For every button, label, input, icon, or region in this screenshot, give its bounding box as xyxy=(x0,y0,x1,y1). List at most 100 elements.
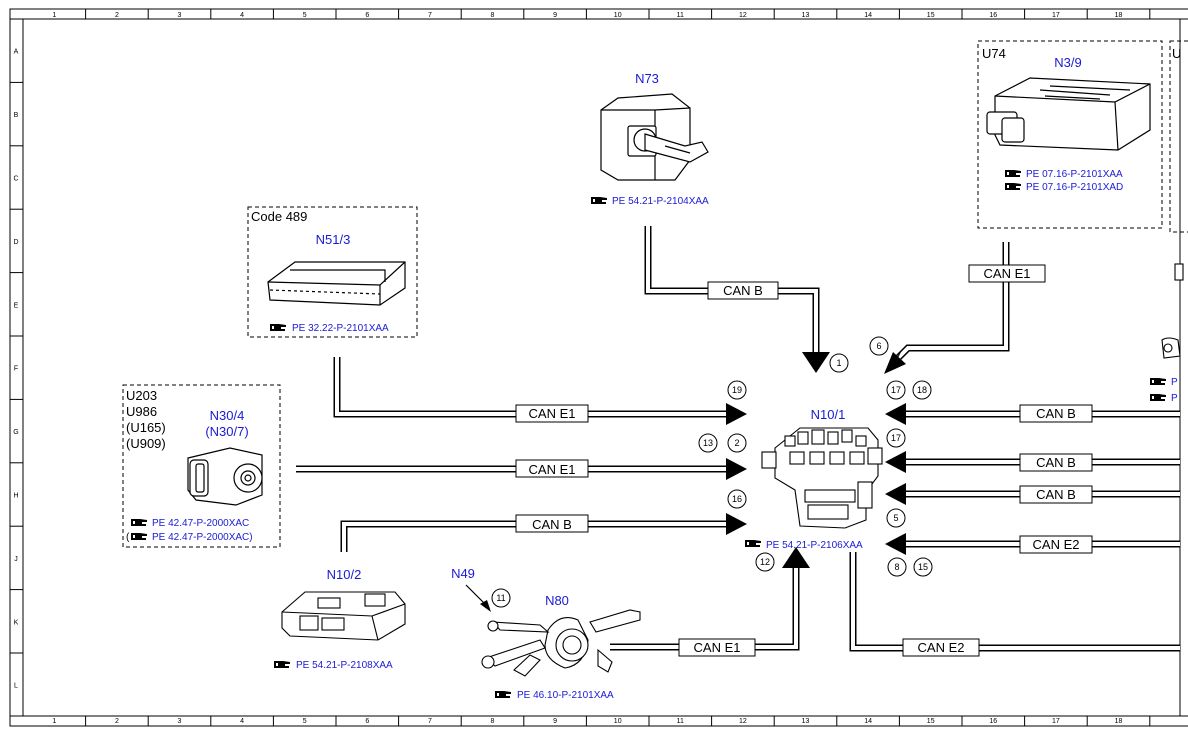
n73-label: N73 xyxy=(635,71,659,86)
row-label-G: G xyxy=(13,429,18,436)
marker-17-b: 17 xyxy=(886,428,906,448)
svg-text:13: 13 xyxy=(703,438,713,448)
column-label-1: 1 xyxy=(52,718,56,725)
group-box-right-partial xyxy=(1169,40,1188,233)
code-489-label: Code 489 xyxy=(251,209,307,224)
marker-5: 5 xyxy=(886,508,906,528)
n30-4-label: N30/4 xyxy=(210,408,245,423)
svg-text:PE 54.21-P-2106XAA: PE 54.21-P-2106XAA xyxy=(766,540,863,551)
column-label-18: 18 xyxy=(1115,718,1123,725)
n10-1-reference: PE 54.21-P-2106XAA xyxy=(745,540,863,551)
n51-3-control-unit-drawing xyxy=(267,261,406,306)
svg-text:6: 6 xyxy=(876,341,881,351)
bus-labels: CAN B CAN E1 CAN E1 CAN E1 CAN B CAN E1 … xyxy=(515,264,1093,657)
bus-label-can-b-top: CAN B xyxy=(723,283,763,298)
arrow-left-1 xyxy=(885,403,906,425)
arrow-diag-can-e1-head xyxy=(884,352,906,374)
bus-label-can-e1-top: CAN E1 xyxy=(984,266,1031,281)
column-label-14: 14 xyxy=(864,12,872,19)
arrow-left-3 xyxy=(885,483,906,505)
bus-label-can-e1-n30: CAN E1 xyxy=(529,462,576,477)
group-box-u74 xyxy=(977,40,1163,229)
row-label-L: L xyxy=(14,683,18,690)
row-label-E: E xyxy=(14,302,19,309)
row-label-J: J xyxy=(14,556,18,563)
u74-group-label: U74 xyxy=(982,46,1006,61)
bus-label-can-e1-n51: CAN E1 xyxy=(529,406,576,421)
arrow-down-can-b xyxy=(802,352,830,373)
marker-15: 15 xyxy=(913,557,933,577)
column-label-2: 2 xyxy=(115,12,119,19)
column-label-14: 14 xyxy=(864,718,872,725)
column-label-8: 8 xyxy=(491,12,495,19)
marker-16: 16 xyxy=(727,489,747,509)
n30-7-label: (N30/7) xyxy=(205,424,248,439)
arrow-left-4 xyxy=(885,533,906,555)
svg-text:17: 17 xyxy=(891,433,901,443)
column-label-5: 5 xyxy=(303,12,307,19)
arrow-left-2 xyxy=(885,451,906,473)
bus-label-can-b-right-2: CAN B xyxy=(1036,455,1076,470)
svg-text:12: 12 xyxy=(760,557,770,567)
marker-13: 13 xyxy=(698,433,718,453)
bus-label-can-e2-bottom: CAN E2 xyxy=(918,640,965,655)
column-label-9: 9 xyxy=(553,718,557,725)
column-label-4: 4 xyxy=(240,12,244,19)
right-partial-group-label: U xyxy=(1172,46,1181,61)
n73-ignition-lock-drawing xyxy=(600,93,709,181)
bus-label-can-b-right-1: CAN B xyxy=(1036,406,1076,421)
row-label-D: D xyxy=(13,239,18,246)
right-partial-drawing xyxy=(1161,263,1184,359)
n10-1-sam-drawing xyxy=(761,427,883,529)
svg-text:(U165): (U165) xyxy=(126,420,166,435)
row-label-C: C xyxy=(13,176,18,183)
n3-9-control-unit-drawing xyxy=(986,77,1151,151)
column-label-7: 7 xyxy=(428,12,432,19)
group-box-u203 xyxy=(122,384,281,548)
column-label-13: 13 xyxy=(802,12,810,19)
n10-2-label: N10/2 xyxy=(327,567,362,582)
n10-2-reference: PE 54.21-P-2108XAA xyxy=(274,660,393,671)
column-label-10: 10 xyxy=(614,12,622,19)
hand-pointer-icon xyxy=(131,519,147,526)
row-label-K: K xyxy=(14,619,19,626)
column-label-16: 16 xyxy=(989,718,997,725)
n51-3-reference: PE 32.22-P-2101XAA xyxy=(270,323,389,334)
column-label-15: 15 xyxy=(927,718,935,725)
column-label-15: 15 xyxy=(927,12,935,19)
n30-4-esp-unit-drawing xyxy=(187,447,263,506)
group-box-code-489 xyxy=(247,206,418,338)
bus-label-can-b-n10-2: CAN B xyxy=(532,517,572,532)
bus-label-can-e2-right: CAN E2 xyxy=(1033,537,1080,552)
svg-text:2: 2 xyxy=(734,438,739,448)
hand-pointer-icon xyxy=(1005,170,1021,177)
column-label-13: 13 xyxy=(802,718,810,725)
svg-text:PE 07.16-P-2101XAD: PE 07.16-P-2101XAD xyxy=(1026,182,1123,193)
row-label-A: A xyxy=(14,49,19,56)
svg-text:PE 54.21-P-2104XAA: PE 54.21-P-2104XAA xyxy=(612,196,709,207)
n10-1-label: N10/1 xyxy=(811,407,846,422)
column-label-5: 5 xyxy=(303,718,307,725)
marker-11: 11 xyxy=(491,588,511,608)
n73-reference: PE 54.21-P-2104XAA xyxy=(591,196,709,207)
svg-text:(U909): (U909) xyxy=(126,436,166,451)
svg-text:P: P xyxy=(1171,377,1178,388)
column-label-11: 11 xyxy=(677,718,684,725)
callout-markers: 1 6 19 17 18 13 2 17 16 5 12 8 15 11 xyxy=(491,336,933,608)
u203-variants: U203 U986 (U165) (U909) xyxy=(126,388,166,451)
svg-text:8: 8 xyxy=(894,562,899,572)
column-label-6: 6 xyxy=(365,718,369,725)
svg-text:U203: U203 xyxy=(126,388,157,403)
svg-text:18: 18 xyxy=(917,385,927,395)
svg-text:15: 15 xyxy=(918,562,928,572)
column-label-4: 4 xyxy=(240,718,244,725)
column-label-12: 12 xyxy=(739,12,747,19)
hand-pointer-icon xyxy=(1150,394,1166,401)
svg-text:PE 54.21-P-2108XAA: PE 54.21-P-2108XAA xyxy=(296,660,393,671)
n3-9-label: N3/9 xyxy=(1054,55,1081,70)
drawing-frame xyxy=(9,8,1188,727)
n49-label: N49 xyxy=(451,566,475,581)
svg-text:16: 16 xyxy=(732,494,742,504)
hand-pointer-icon xyxy=(591,197,607,204)
